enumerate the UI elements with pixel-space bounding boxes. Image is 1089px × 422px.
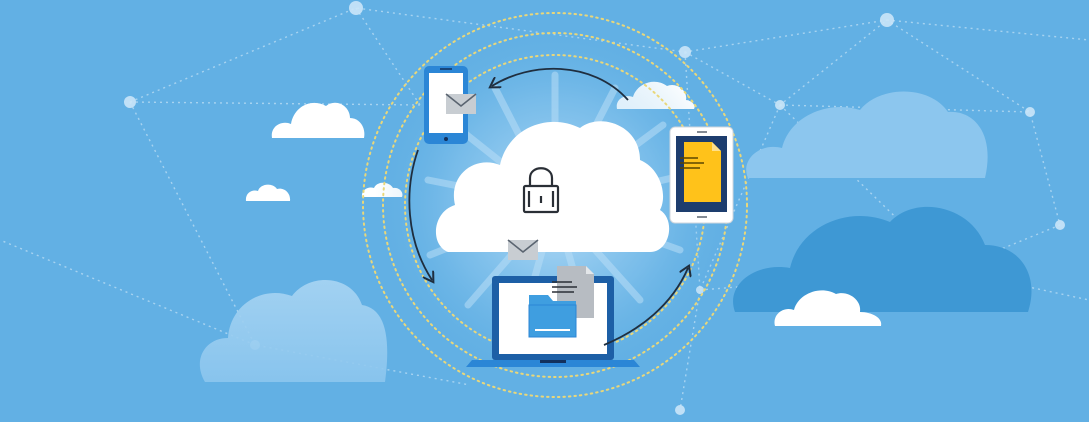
network-node-icon xyxy=(1025,107,1035,117)
background-cloud-icon xyxy=(199,280,388,382)
network-node-icon xyxy=(880,13,894,27)
background-cloud-icon xyxy=(271,102,365,138)
envelope-icon xyxy=(445,93,477,114)
sync-arrow-icon xyxy=(408,149,432,280)
network-node-icon xyxy=(775,100,785,110)
envelope-icon xyxy=(507,239,539,260)
lock-icon xyxy=(522,167,560,214)
network-node-icon xyxy=(349,1,363,15)
network-node-icon xyxy=(675,405,685,415)
sync-arrow-icon xyxy=(603,268,688,346)
document-icon xyxy=(680,142,721,202)
background-cloud-icon xyxy=(245,184,291,201)
network-node-icon xyxy=(1055,220,1065,230)
background-cloud-icon xyxy=(733,206,1032,312)
sync-arrow-icon xyxy=(492,67,629,101)
background-cloud-icon xyxy=(746,91,988,178)
folder-icon xyxy=(528,295,577,338)
background-cloud-icon xyxy=(774,290,882,326)
network-node-icon xyxy=(124,96,136,108)
sync-arrows xyxy=(408,67,688,346)
network-node-icon xyxy=(679,46,691,58)
